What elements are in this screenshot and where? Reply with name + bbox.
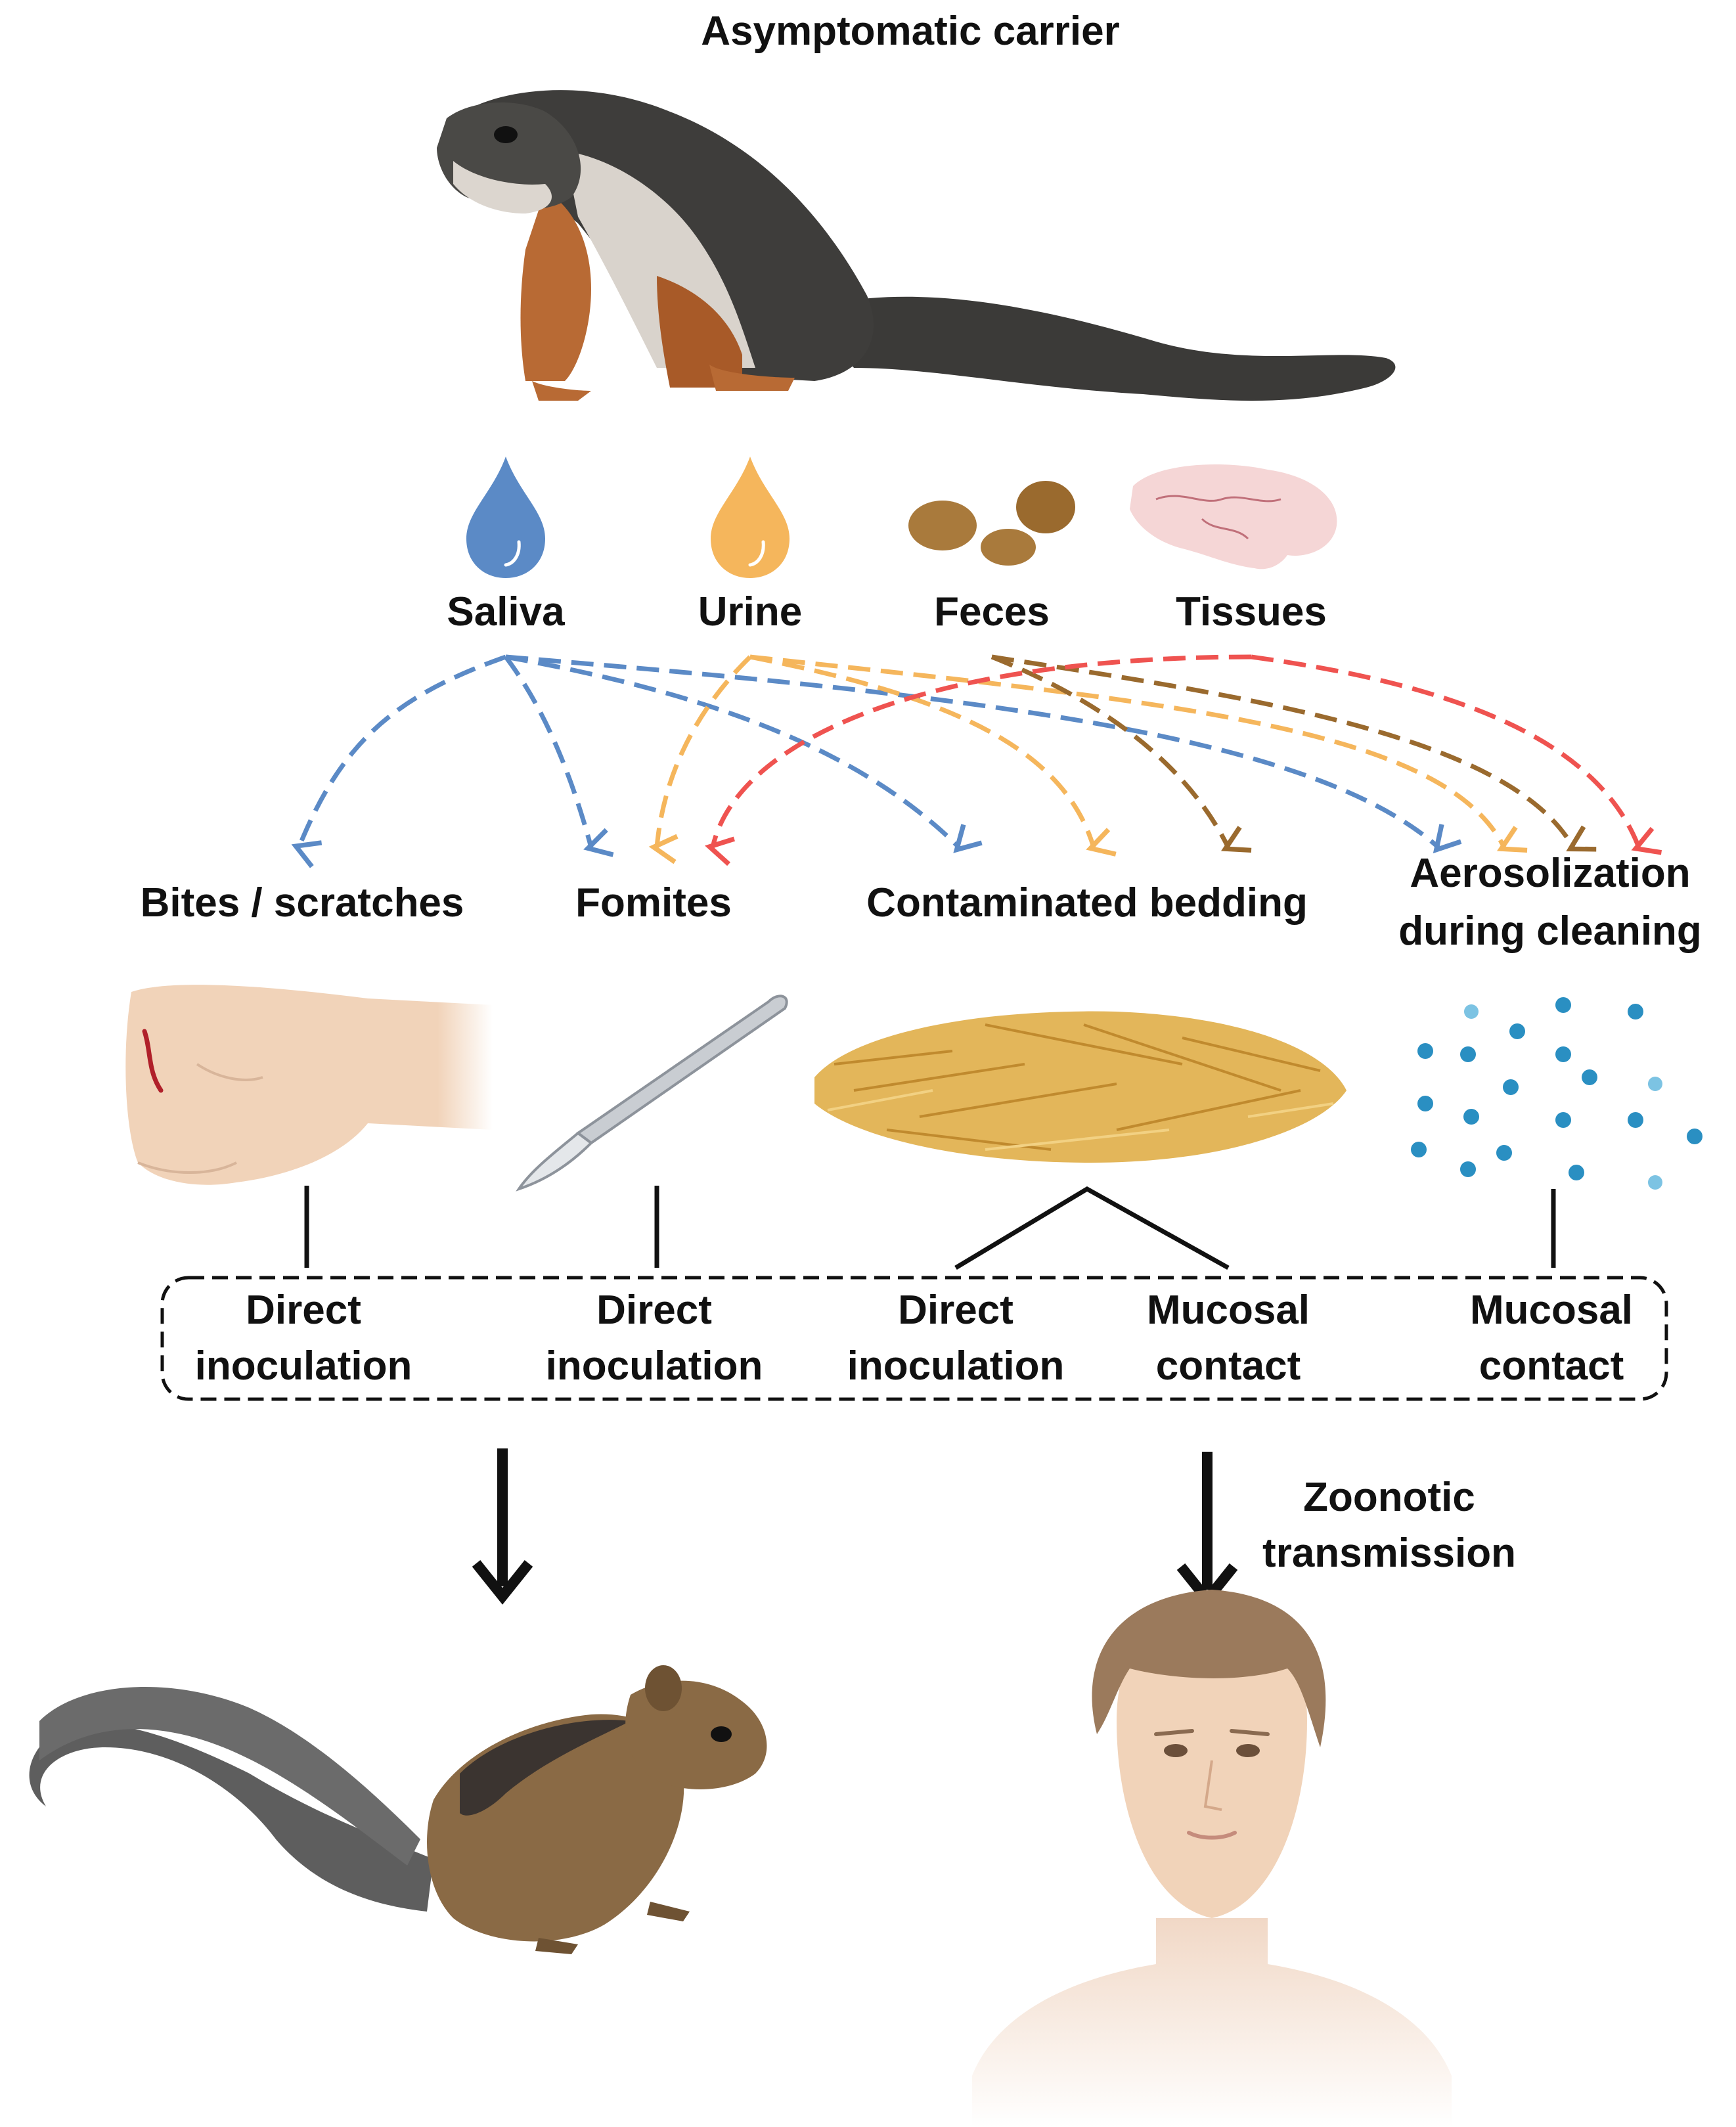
source-label-saliva: Saliva: [447, 589, 565, 635]
arrow-urine-to-fomites: [648, 655, 752, 864]
straw-bedding-illustration: [814, 1011, 1347, 1163]
route-label-aerosol-2: during cleaning: [1398, 908, 1702, 954]
diagram-title: Asymptomatic carrier: [701, 9, 1120, 54]
down-arrow-to-squirrel: [472, 1448, 533, 1605]
scalpel-illustration: [516, 995, 788, 1192]
mode-label-5-line2: contact: [1479, 1343, 1624, 1389]
route-label-fomites: Fomites: [575, 880, 732, 926]
mode-label-3-line1: Direct: [898, 1287, 1013, 1333]
mode-label-5-line1: Mucosal: [1470, 1287, 1633, 1333]
mode-label-4-line2: contact: [1156, 1343, 1301, 1389]
urine-drop-icon: [711, 457, 790, 578]
recipient-squirrel-illustration: [29, 1665, 767, 1954]
saliva-drop-icon: [466, 457, 545, 578]
mode-label-3-line2: inoculation: [847, 1343, 1065, 1389]
mode-label-1-line1: Direct: [246, 1287, 361, 1333]
transmission-arrows: [291, 654, 1662, 868]
carrier-squirrel-illustration: [437, 90, 1396, 401]
arrow-saliva-to-bites: [291, 654, 507, 868]
connector-lines: [304, 1186, 1556, 1270]
aerosol-droplets-illustration: [1411, 997, 1703, 1190]
source-label-urine: Urine: [698, 589, 802, 635]
human-illustration: [972, 1590, 1452, 2127]
feces-pellets-icon: [908, 481, 1075, 566]
arrow-tissues-to-aerosol: [1251, 654, 1662, 855]
mode-label-4-line1: Mucosal: [1147, 1287, 1310, 1333]
arrow-feces-to-bedding: [990, 654, 1252, 853]
arrow-saliva-to-fomites: [504, 655, 614, 857]
route-label-bedding: Contaminated bedding: [866, 880, 1308, 926]
tissue-brain-icon: [1130, 464, 1337, 570]
mode-label-2-line1: Direct: [596, 1287, 712, 1333]
arrow-saliva-to-aerosol: [505, 654, 1462, 854]
route-label-aerosol-1: Aerosolization: [1410, 851, 1690, 896]
mode-label-2-line2: inoculation: [546, 1343, 763, 1389]
source-label-feces: Feces: [934, 589, 1050, 635]
arrow-saliva-to-bedding: [505, 654, 983, 853]
wounded-fist-illustration: [125, 985, 493, 1185]
zoonotic-label-2: transmission: [1262, 1531, 1516, 1576]
mode-label-1-line2: inoculation: [195, 1343, 412, 1389]
down-arrow-to-human: [1176, 1452, 1238, 1608]
route-label-bites: Bites / scratches: [141, 880, 464, 926]
arrow-tissues-to-fomites: [704, 654, 1252, 866]
arrow-urine-to-aerosol: [749, 654, 1528, 853]
zoonotic-label-1: Zoonotic: [1303, 1475, 1475, 1520]
arrow-urine-to-bedding: [749, 654, 1117, 857]
source-label-tissues: Tissues: [1176, 589, 1327, 635]
transmission-modes-box: [160, 1276, 1668, 1401]
arrow-feces-to-aerosol: [991, 654, 1597, 852]
